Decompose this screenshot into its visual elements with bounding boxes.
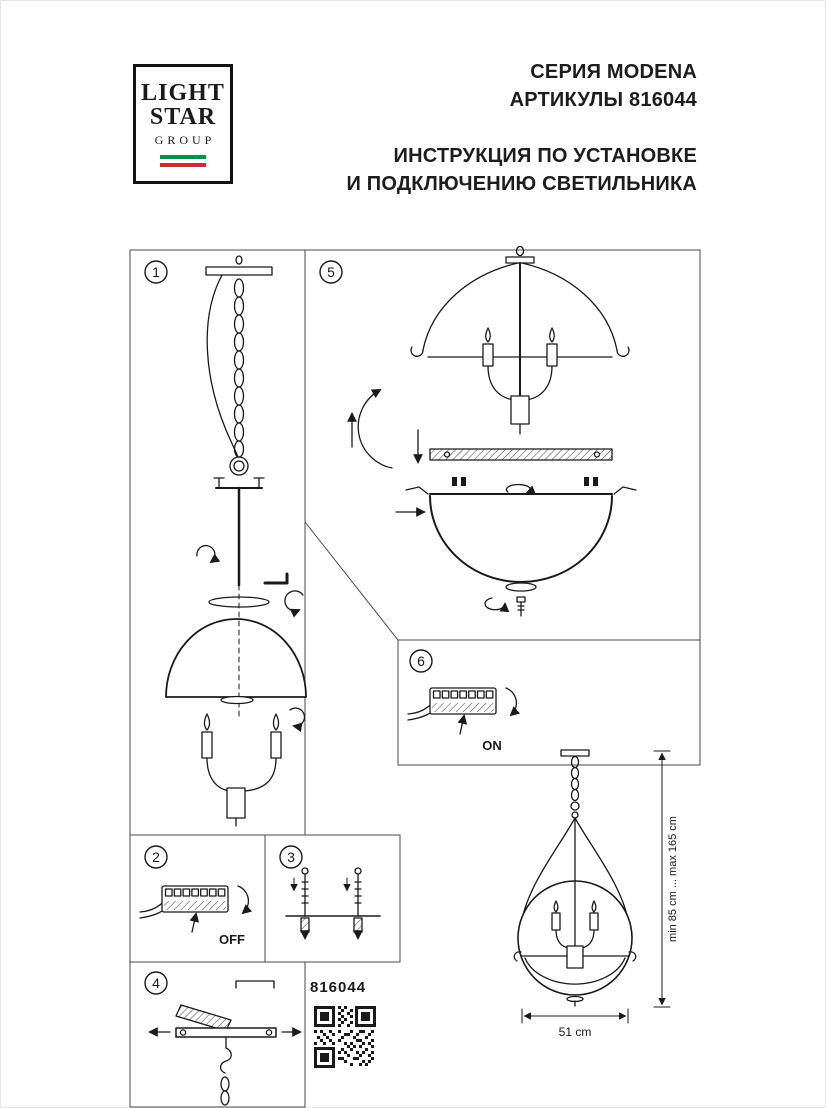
s-hook — [219, 1047, 232, 1074]
step-6-number: 6 — [417, 653, 425, 669]
height-dimension-label: min 85 cm ... max 165 cm — [667, 816, 679, 942]
anchor-bolt — [300, 867, 310, 940]
rim-hook — [513, 951, 522, 962]
screw-icon — [179, 1029, 187, 1036]
step-2-number: 2 — [152, 849, 160, 865]
rotate-arrow-icon — [237, 885, 253, 915]
mounting-plate — [175, 1027, 277, 1038]
screw-icon — [593, 451, 601, 458]
panel-5-assembly-diagram — [347, 245, 637, 617]
finial-disc — [505, 582, 537, 592]
power-cable — [206, 274, 239, 458]
dome-shade — [165, 618, 307, 698]
terminal-block — [408, 688, 496, 734]
on-label: ON — [482, 738, 502, 753]
screw-icon — [443, 451, 451, 458]
instruction-title-line2: И ПОДКЛЮЧЕНИЮ СВЕТИЛЬНИКА — [346, 173, 697, 195]
glass-bowl — [429, 495, 613, 583]
shade-holder — [220, 695, 254, 705]
step-3-badge: 3 — [279, 845, 303, 869]
chain-link — [235, 255, 243, 265]
instruction-title: ИНСТРУКЦИЯ ПО УСТАНОВКЕ И ПОДКЛЮЧЕНИЮ СВ… — [346, 142, 697, 198]
ceiling-plate — [560, 749, 590, 757]
mounting-strap — [429, 448, 613, 461]
italian-flag-icon — [160, 155, 206, 168]
ring-frame — [517, 880, 633, 996]
height-dimension: min 85 cm ... max 165 cm — [653, 750, 679, 1008]
rotate-arrow-icon — [505, 483, 537, 495]
candle-cluster — [201, 713, 282, 827]
lightstar-logo: LIGHT STAR GROUP — [133, 64, 233, 184]
screw-icon — [265, 1029, 273, 1036]
off-label: OFF — [219, 932, 245, 947]
candle-cluster — [551, 900, 599, 969]
cage-rod — [522, 817, 576, 916]
hub-knob — [570, 801, 580, 811]
candle-cluster — [482, 327, 558, 435]
chain — [570, 755, 580, 802]
width-dimension-label: 51 cm — [559, 1025, 592, 1039]
logo-word-light: LIGHT — [141, 79, 225, 106]
bracket-clip — [235, 980, 275, 989]
chain — [233, 278, 245, 458]
series-title: СЕРИЯ MODENA — [530, 61, 697, 83]
finial-screw — [516, 596, 526, 617]
canopy-bracket — [213, 477, 265, 489]
allen-key-icon — [263, 572, 289, 585]
chain-link — [515, 245, 525, 257]
suspension-ring — [229, 456, 249, 476]
rotate-arrow-icon — [484, 597, 510, 613]
step-4-badge: 4 — [144, 971, 168, 995]
bulb-flame-icon — [272, 713, 280, 731]
logo-word-group: GROUP — [154, 133, 216, 148]
step-5-number: 5 — [327, 264, 335, 280]
step-6-badge: 6 — [409, 649, 433, 673]
rotate-arrow-icon — [284, 590, 304, 618]
width-dimension: 51 cm — [521, 1008, 629, 1039]
panel-4-bracket-diagram — [148, 980, 302, 1106]
step-1-number: 1 — [152, 264, 160, 280]
article-number: 816044 — [310, 979, 366, 996]
ceiling-plate — [205, 266, 273, 276]
step-2-badge: 2 — [144, 845, 168, 869]
instruction-title-line1: ИНСТРУКЦИЯ ПО УСТАНОВКЕ — [393, 145, 697, 167]
hub-knob — [571, 811, 579, 819]
anchor-bolt — [353, 867, 363, 940]
step-badges: 1 5 6 2 3 — [144, 260, 433, 995]
frame-arcs — [410, 262, 630, 357]
step-1-badge: 1 — [144, 260, 168, 284]
qr-code-icon — [314, 1006, 376, 1068]
glass-bowl — [524, 957, 626, 985]
panel-borders — [129, 249, 701, 1108]
rotate-arrow-icon — [505, 687, 521, 717]
ceiling-wedge — [175, 1004, 232, 1032]
rim-hooks — [405, 486, 637, 495]
document-header: СЕРИЯ MODENA АРТИКУЛЫ 816044 ИНСТРУКЦИЯ … — [346, 58, 697, 198]
panel-6-wiring-on: ON — [408, 687, 521, 753]
cage-rod — [574, 817, 628, 916]
screw-pairs — [452, 477, 598, 486]
bulb-flame-icon — [203, 713, 211, 731]
step-5-badge: 5 — [319, 260, 343, 284]
rotate-arrow-icon — [196, 545, 221, 564]
panel-2-wiring-off: OFF — [140, 885, 253, 947]
chain — [220, 1076, 230, 1106]
articles-title: АРТИКУЛЫ 816044 — [509, 89, 697, 111]
terminal-block — [140, 886, 228, 932]
rim-hook — [628, 951, 637, 962]
panel-1-hanging-diagram — [165, 255, 307, 827]
step-4-number: 4 — [152, 975, 160, 991]
logo-word-star: STAR — [149, 104, 217, 130]
panel-3-anchor-diagram — [285, 867, 381, 940]
swing-arrow-icon — [357, 389, 393, 469]
rotate-arrow-icon — [289, 707, 306, 733]
product-dimension-drawing: min 85 cm ... max 165 cm 51 cm — [513, 749, 679, 1039]
step-3-number: 3 — [287, 849, 295, 865]
